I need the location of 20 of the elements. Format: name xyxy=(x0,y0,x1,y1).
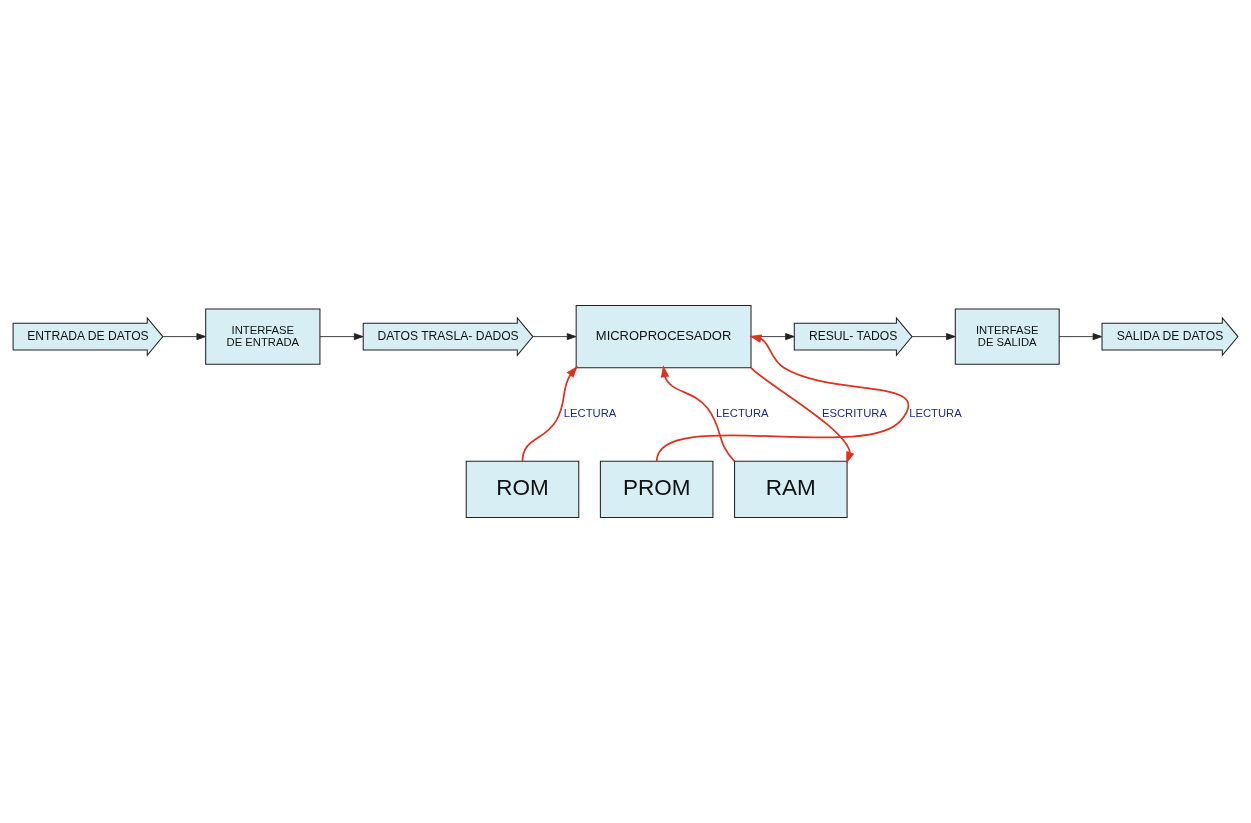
edge-label: LECTURA xyxy=(563,407,617,420)
node-box: ROM xyxy=(465,460,580,519)
arrow xyxy=(162,333,206,341)
arrow xyxy=(1058,333,1103,341)
edge-label: LECTURA xyxy=(909,407,962,420)
arrow xyxy=(521,365,578,463)
arrow xyxy=(655,334,910,463)
node-box: RAM xyxy=(734,460,848,519)
node-box: INTERFASE DE ENTRADA xyxy=(205,308,321,365)
arrow xyxy=(660,365,736,463)
node-box: INTERFASE DE SALIDA xyxy=(954,308,1060,365)
arrow xyxy=(750,333,795,341)
arrow xyxy=(911,333,956,341)
edge-label: ESCRITURA xyxy=(821,407,887,420)
arrow xyxy=(532,333,577,341)
arrow xyxy=(750,366,855,464)
edge-label: LECTURA xyxy=(716,407,769,420)
node-box: MICROPROCESADOR xyxy=(575,304,752,369)
node-box: PROM xyxy=(599,460,714,519)
arrow xyxy=(319,333,364,341)
